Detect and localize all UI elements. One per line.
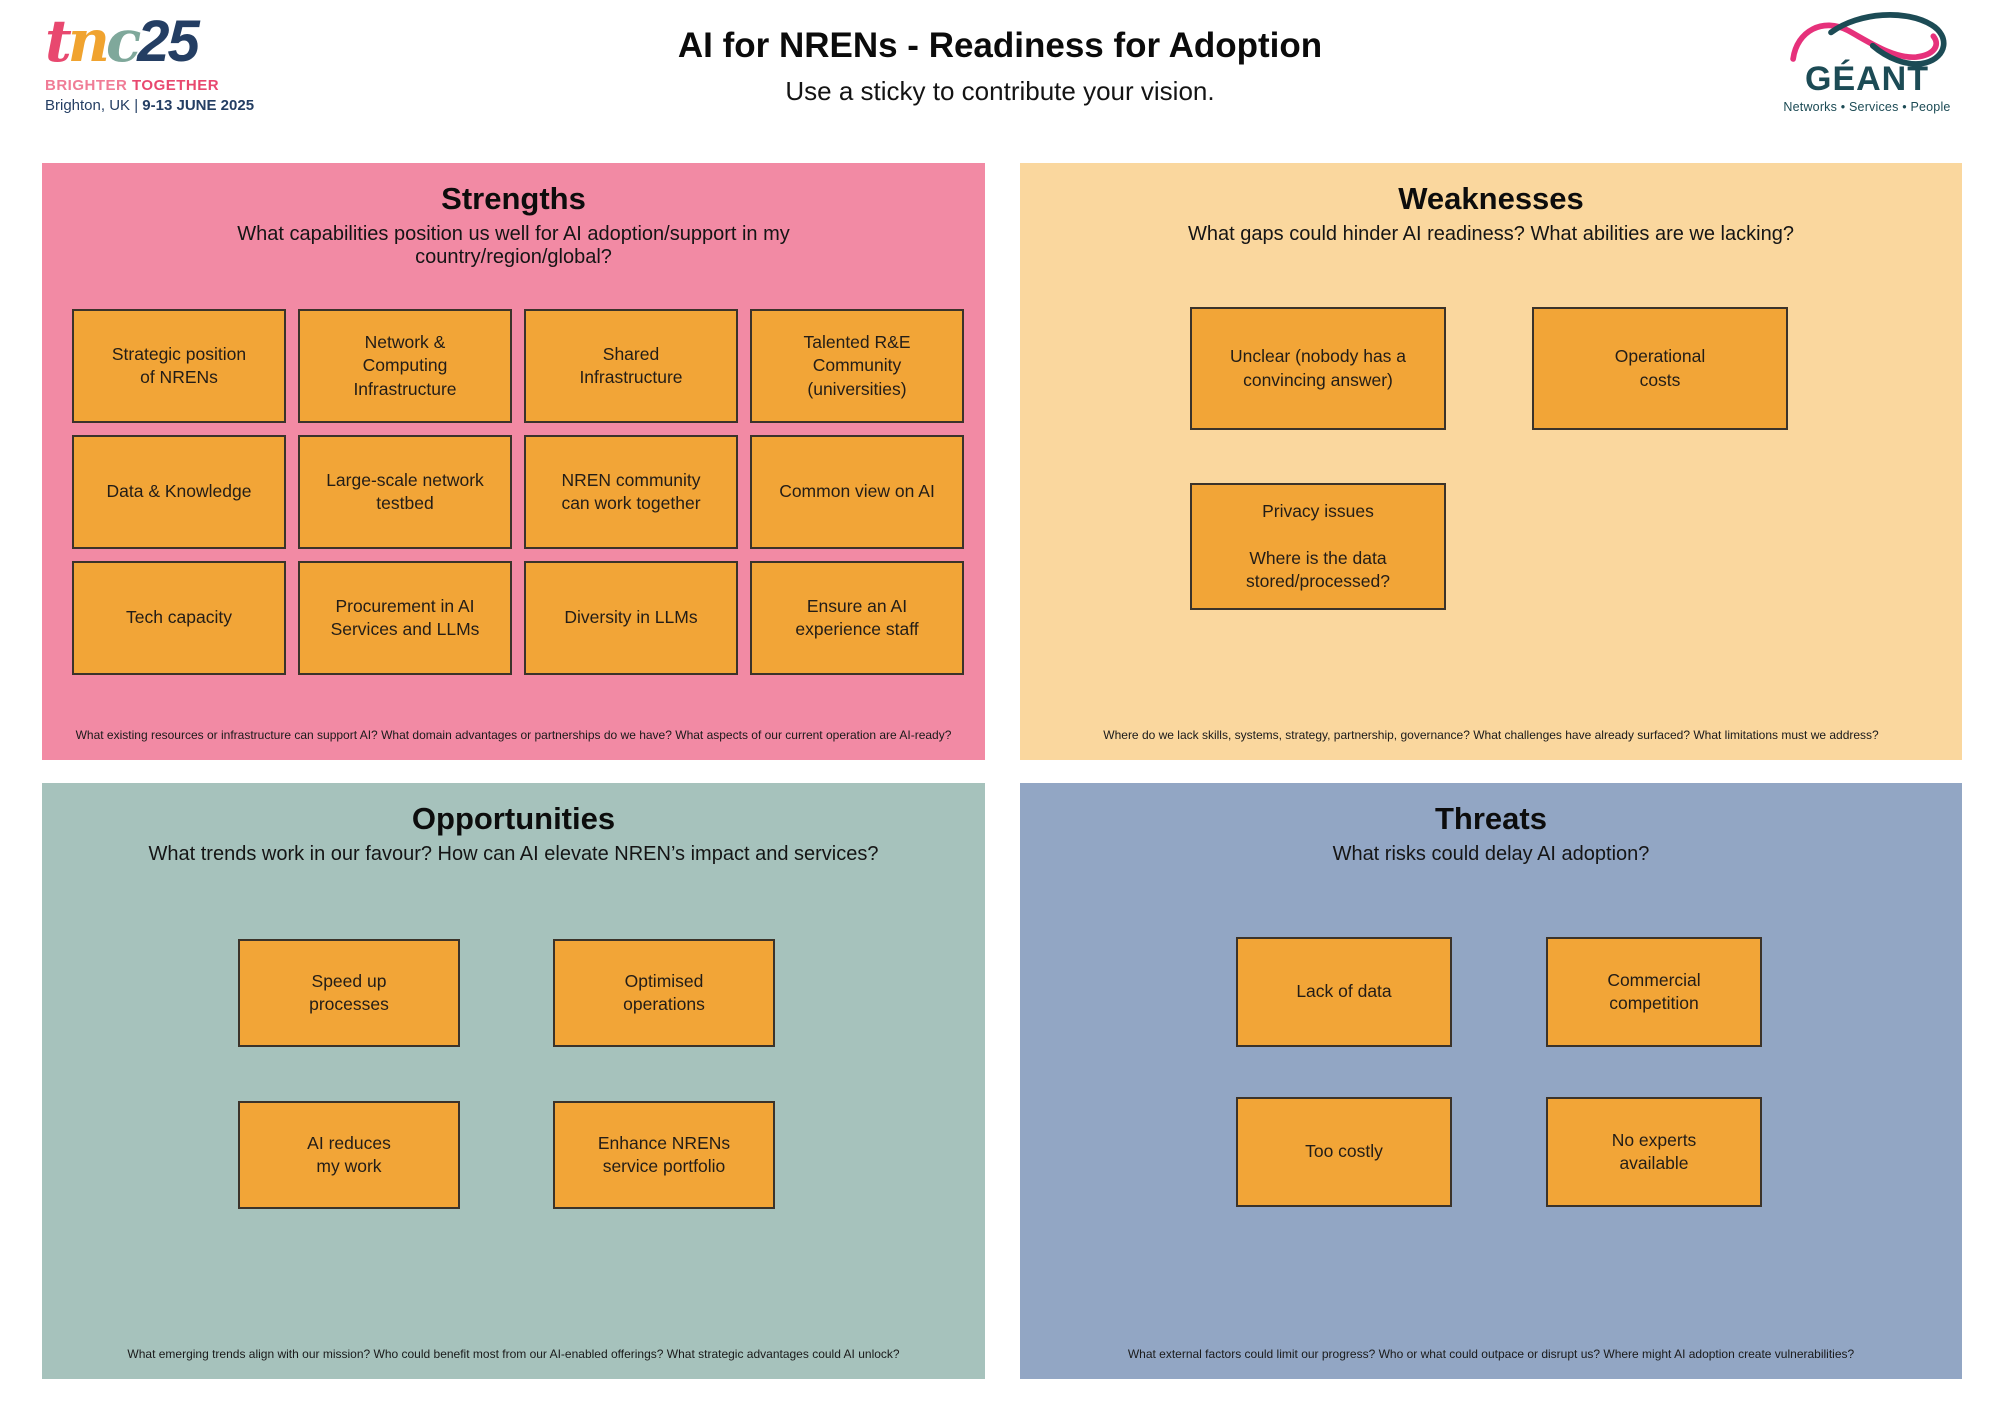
sticky-note[interactable]: Privacy issues Where is the data stored/… xyxy=(1190,483,1446,610)
tnc-dates: 9-13 JUNE 2025 xyxy=(142,97,255,114)
sticky-note[interactable]: Unclear (nobody has a convincing answer) xyxy=(1190,307,1446,430)
quadrant-footer-hint: What emerging trends align with our miss… xyxy=(127,1347,900,1361)
sticky-note[interactable]: Lack of data xyxy=(1236,937,1452,1047)
tnc-tagline: BRIGHTER TOGETHER xyxy=(45,77,305,94)
tnc-location: Brighton, UK xyxy=(45,97,131,114)
sticky-note[interactable]: Network & Computing Infrastructure xyxy=(298,309,512,423)
sticky-note[interactable]: Talented R&E Community (universities) xyxy=(750,309,964,423)
sticky-note[interactable]: Too costly xyxy=(1236,1097,1452,1207)
quadrant-title: Opportunities xyxy=(411,801,616,836)
tnc-tagline-brighter: BRIGHTER xyxy=(45,77,128,94)
tnc-tagline-together: TOGETHER xyxy=(132,77,220,94)
tnc-year: 25 xyxy=(137,9,199,74)
tnc-letter-n: n xyxy=(67,7,110,75)
tnc-letter-t: t xyxy=(45,7,72,75)
quadrant-question: What trends work in our favour? How can … xyxy=(148,843,879,865)
quadrant-title: Weaknesses xyxy=(1398,181,1584,216)
quadrant-footer-hint: What external factors could limit our pr… xyxy=(1127,1347,1855,1361)
sticky-note[interactable]: No experts available xyxy=(1546,1097,1762,1207)
quadrant-weaknesses: Weaknesses What gaps could hinder AI rea… xyxy=(1020,163,1962,760)
sticky-note[interactable]: Commercial competition xyxy=(1546,937,1762,1047)
sticky-note[interactable]: Diversity in LLMs xyxy=(524,561,738,675)
header: AI for NRENs - Readiness for Adoption Us… xyxy=(0,26,2000,107)
page-subtitle: Use a sticky to contribute your vision. xyxy=(785,76,1215,106)
sticky-note[interactable]: Operational costs xyxy=(1532,307,1788,430)
sticky-note[interactable]: Shared Infrastructure xyxy=(524,309,738,423)
page-title: AI for NRENs - Readiness for Adoption xyxy=(677,26,1323,65)
geant-logo: GÉANT Networks • Services • People xyxy=(1772,4,1962,114)
tnc25-logo: tnc25 BRIGHTER TOGETHER Brighton, UK | 9… xyxy=(45,12,305,114)
geant-wordmark: GÉANT xyxy=(1805,60,1929,98)
quadrant-opportunities: Opportunities What trends work in our fa… xyxy=(42,783,985,1379)
tnc25-logo-wordmark: tnc25 xyxy=(45,12,305,71)
sticky-note[interactable]: NREN community can work together xyxy=(524,435,738,549)
quadrant-question: What gaps could hinder AI readiness? Wha… xyxy=(1188,223,1794,245)
quadrant-title: Strengths xyxy=(441,181,586,216)
quadrant-strengths: Strengths What capabilities position us … xyxy=(42,163,985,760)
quadrant-footer-hint: What existing resources or infrastructur… xyxy=(75,728,952,742)
sticky-note[interactable]: Data & Knowledge xyxy=(72,435,286,549)
quadrant-question: What capabilities position us well for A… xyxy=(237,223,790,268)
sticky-note[interactable]: Common view on AI xyxy=(750,435,964,549)
tnc-separator: | xyxy=(134,97,139,114)
sticky-note[interactable]: Procurement in AI Services and LLMs xyxy=(298,561,512,675)
sticky-note[interactable]: AI reduces my work xyxy=(238,1101,460,1209)
tnc-event-info: Brighton, UK | 9-13 JUNE 2025 xyxy=(45,97,305,114)
sticky-note[interactable]: Speed up processes xyxy=(238,939,460,1047)
sticky-note[interactable]: Tech capacity xyxy=(72,561,286,675)
quadrant-question: What risks could delay AI adoption? xyxy=(1332,843,1650,865)
geant-tagline: Networks • Services • People xyxy=(1783,100,1951,114)
quadrant-title: Threats xyxy=(1435,801,1547,836)
sticky-note[interactable]: Large-scale network testbed xyxy=(298,435,512,549)
geant-swoosh-icon xyxy=(1790,12,1947,67)
sticky-note[interactable]: Ensure an AI experience staff xyxy=(750,561,964,675)
sticky-note[interactable]: Optimised operations xyxy=(553,939,775,1047)
quadrant-footer-hint: Where do we lack skills, systems, strate… xyxy=(1103,728,1879,742)
tnc-letter-c: c xyxy=(105,7,141,75)
sticky-note[interactable]: Strategic position of NRENs xyxy=(72,309,286,423)
quadrant-threats: Threats What risks could delay AI adopti… xyxy=(1020,783,1962,1379)
sticky-note[interactable]: Enhance NRENs service portfolio xyxy=(553,1101,775,1209)
